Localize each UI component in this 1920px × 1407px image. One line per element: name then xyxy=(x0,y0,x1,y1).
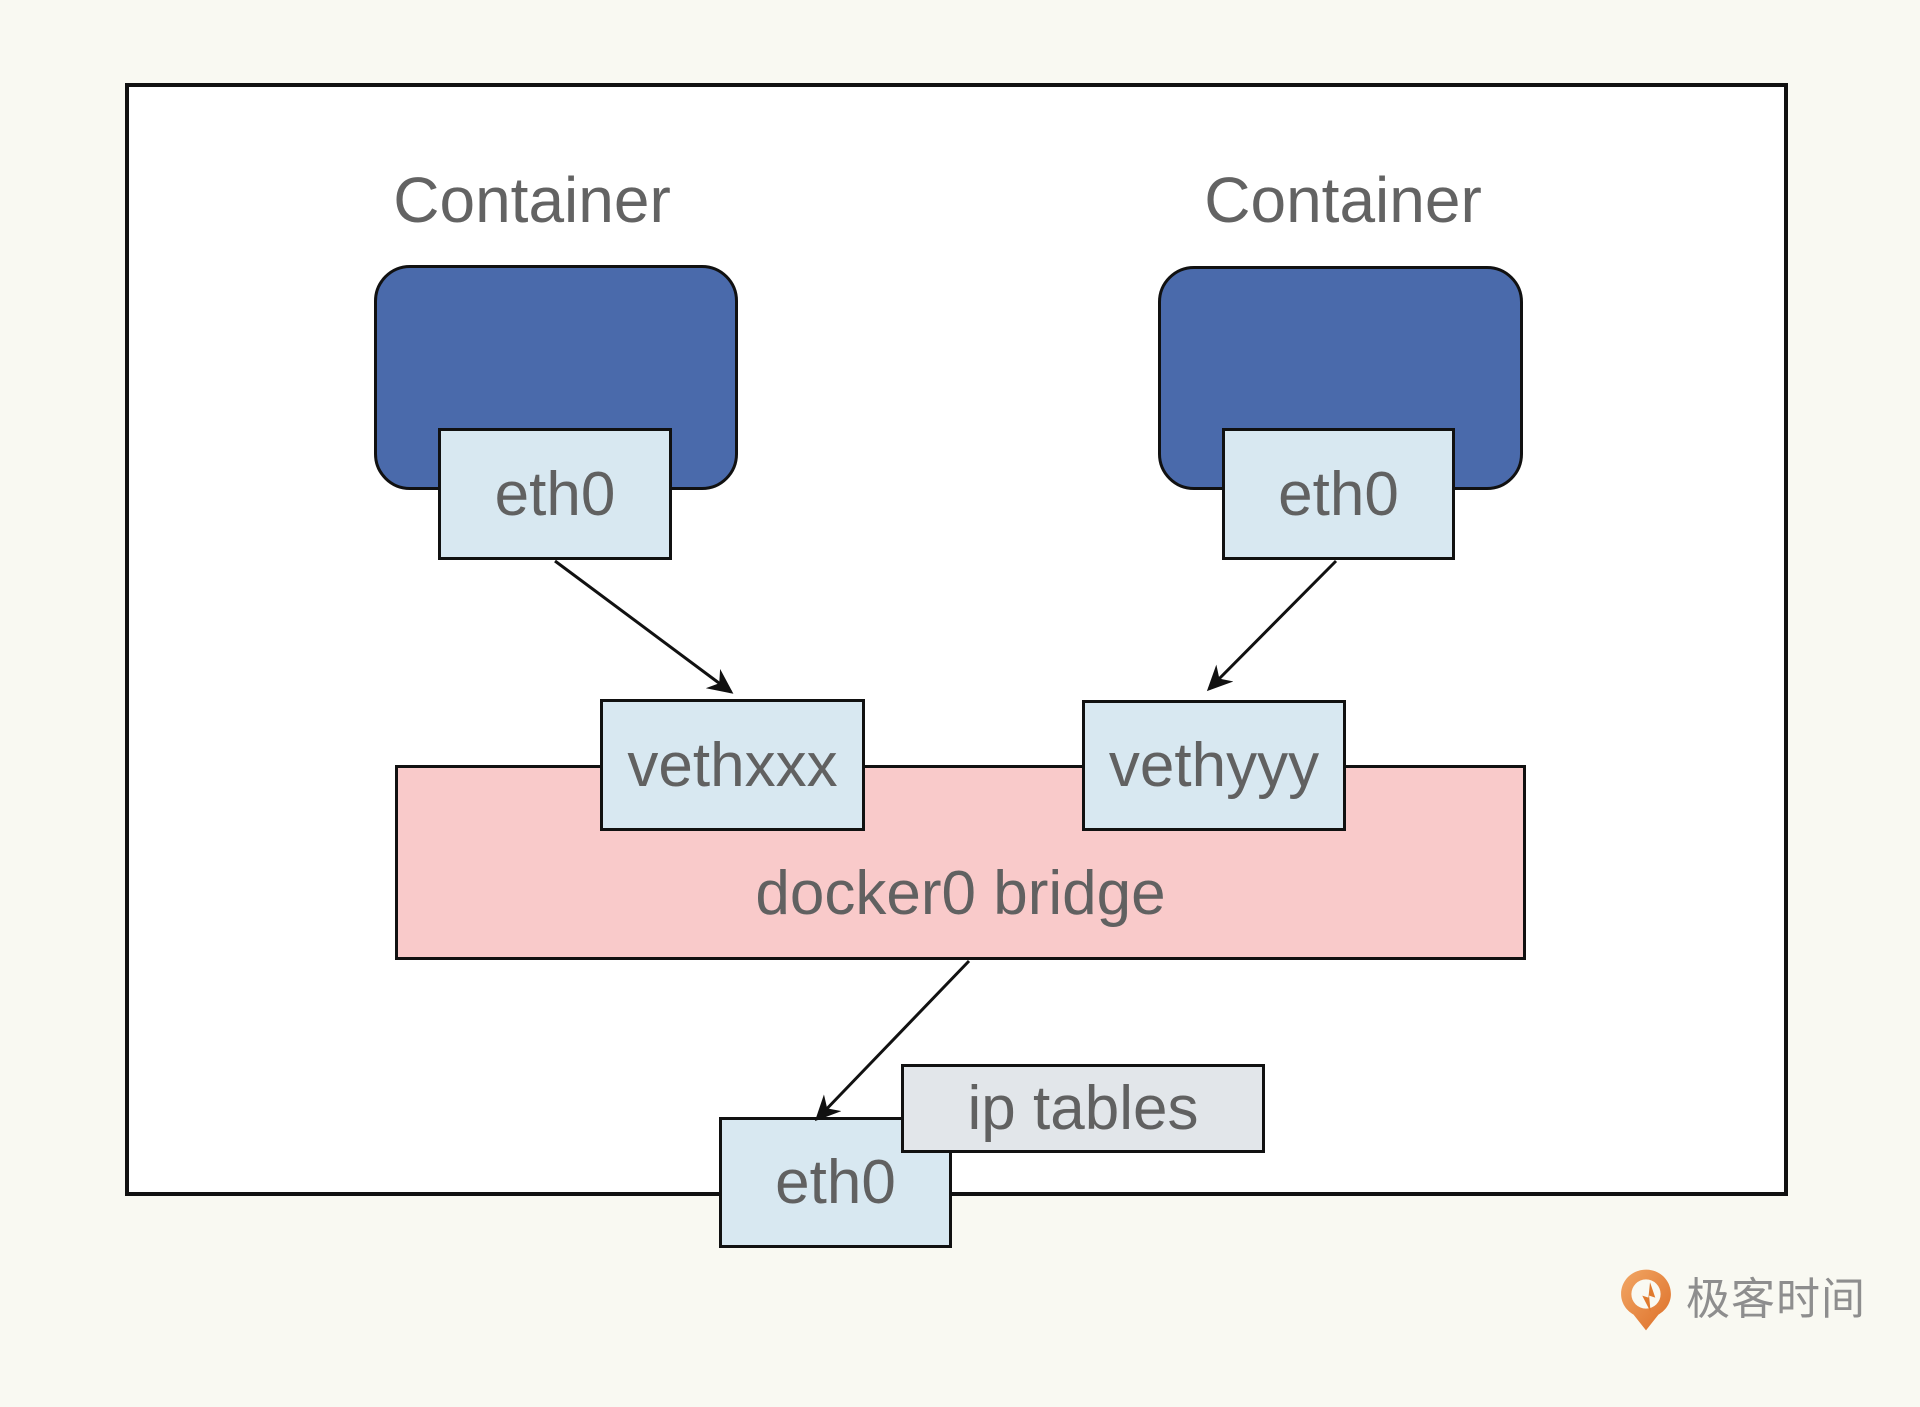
iptables-box: ip tables xyxy=(901,1064,1265,1153)
host-boundary xyxy=(125,83,1788,1196)
container-right-eth0-box: eth0 xyxy=(1222,428,1455,560)
container-left-title: Container xyxy=(393,164,671,236)
geektime-logo-icon xyxy=(1621,1269,1671,1331)
container-left-eth0-label: eth0 xyxy=(494,459,616,529)
iptables-label: ip tables xyxy=(967,1074,1199,1143)
container-right-title: Container xyxy=(1204,164,1482,236)
geektime-logo-text: 极客时间 xyxy=(1686,1275,1866,1324)
vethxxx-label: vethxxx xyxy=(627,730,838,800)
container-right-eth0-label: eth0 xyxy=(1278,459,1399,529)
host-eth0-box: eth0 xyxy=(719,1117,952,1248)
vethxxx-box: vethxxx xyxy=(600,699,865,831)
geektime-logo: 极客时间 xyxy=(1620,1268,1866,1332)
vethyyy-box: vethyyy xyxy=(1082,700,1346,831)
docker0-bridge-label: docker0 bridge xyxy=(755,859,1166,928)
container-left-eth0-box: eth0 xyxy=(438,428,672,560)
host-eth0-label: eth0 xyxy=(775,1148,896,1217)
docker0-bridge-box: docker0 bridge xyxy=(395,765,1526,960)
vethyyy-label: vethyyy xyxy=(1108,731,1320,800)
